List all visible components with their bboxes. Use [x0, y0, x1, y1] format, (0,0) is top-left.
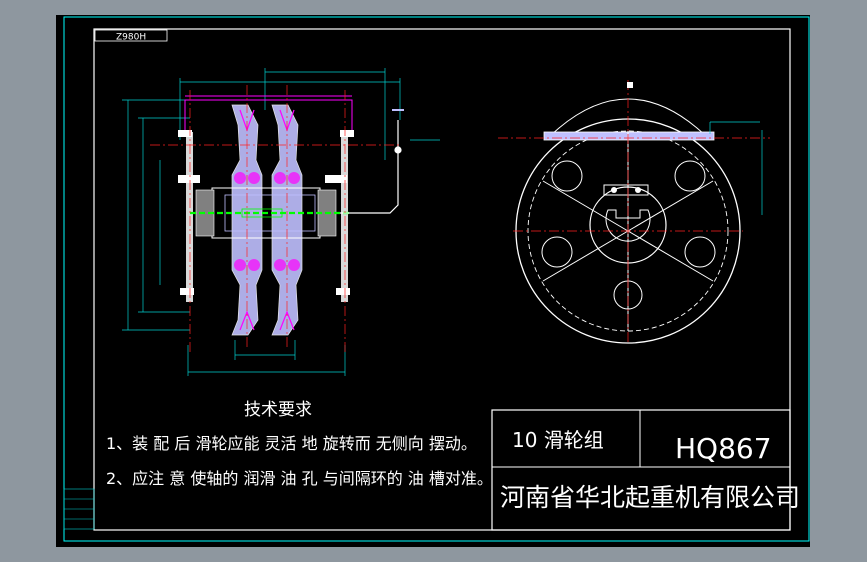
front-centerlines — [498, 80, 770, 345]
title-block: 10 滑轮组 HQ867 河南省华北起重机有限公司 — [491, 409, 800, 531]
side-centerlines — [150, 85, 400, 355]
inner-border — [93, 28, 791, 531]
tech-requirement-item: 2、应注 意 使轴的 润滑 油 孔 与间隔环的 油 槽对准。 — [106, 469, 493, 488]
tech-requirements: 技术要求 1、装 配 后 滑轮应能 灵活 地 旋转而 无侧向 摆动。 2、应注 … — [106, 400, 493, 488]
axle-shaft — [190, 208, 350, 218]
side-plates — [186, 132, 348, 302]
part-name: 10 滑轮组 — [512, 428, 604, 452]
sheet-code-tag: Z980H — [94, 29, 168, 43]
sheet-code: Z980H — [116, 33, 146, 43]
hub-bore — [605, 209, 651, 242]
company-name: 河南省华北起重机有限公司 — [500, 483, 800, 512]
front-view — [498, 80, 770, 345]
outer-border — [63, 16, 810, 542]
side-section-view — [122, 68, 440, 376]
tech-requirement-item: 1、装 配 后 滑轮应能 灵活 地 旋转而 无侧向 摆动。 — [106, 434, 477, 453]
revision-table — [63, 488, 95, 530]
keeper-plate — [603, 184, 649, 196]
drawing-number: HQ867 — [675, 432, 772, 465]
grease-fitting — [340, 109, 440, 214]
side-bolts — [178, 130, 354, 295]
side-view-dimensions — [122, 68, 401, 376]
cover-plate — [543, 131, 715, 141]
model-space — [56, 15, 810, 547]
tech-requirements-title: 技术要求 — [244, 400, 312, 420]
guard-bracket — [184, 95, 353, 130]
front-dimensions — [709, 121, 763, 215]
